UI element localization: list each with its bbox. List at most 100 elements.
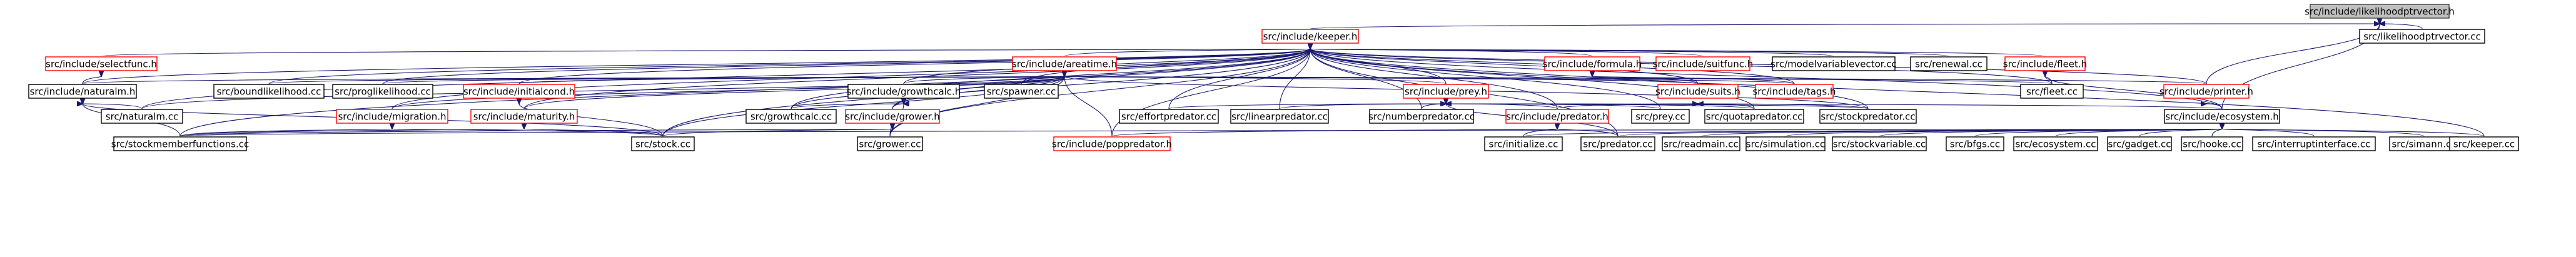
node-box <box>2107 136 2172 151</box>
node-fleet-h[interactable]: src/include/fleet.h <box>2003 56 2087 71</box>
node-naturalm-cc[interactable]: src/naturalm.cc <box>101 109 183 124</box>
edge-migration_h-to-stockmemberfunctions_cc <box>179 129 392 137</box>
node-box <box>1053 136 1171 151</box>
edge-likelihoodptrvector_h-to-likelihoodptrvector_cc <box>2380 24 2423 29</box>
node-prey-cc[interactable]: src/prey.cc <box>1631 109 1690 124</box>
node-naturalm-h[interactable]: src/include/naturalm.h <box>28 84 137 99</box>
node-ecosystem-cc[interactable]: src/ecosystem.cc <box>2013 136 2098 151</box>
node-box <box>463 84 575 99</box>
node-label: src/include/growthcalc.h <box>847 86 961 98</box>
node-simulation-cc[interactable]: src/simulation.cc <box>1745 136 1826 151</box>
node-suitfunc-h[interactable]: src/include/suitfunc.h <box>1653 56 1754 71</box>
node-label: src/include/prey.h <box>1405 86 1487 98</box>
node-suits-h[interactable]: src/include/suits.h <box>1655 84 1740 99</box>
node-migration-h[interactable]: src/include/migration.h <box>336 109 448 124</box>
node-box <box>1230 109 1329 124</box>
node-label: src/keeper.cc <box>2453 139 2515 150</box>
edge-ecosystem_h-to-hooke_cc <box>2211 129 2222 137</box>
node-label: src/hooke.cc <box>2183 139 2241 150</box>
edge-ecosystem_h-to-keeper_cc <box>2222 129 2485 137</box>
node-simann-cc[interactable]: src/simann.cc <box>2389 136 2459 151</box>
node-maturity-h[interactable]: src/include/maturity.h <box>470 109 578 124</box>
node-label: src/ecosystem.cc <box>2015 139 2096 150</box>
node-stockvariable-cc[interactable]: src/stockvariable.cc <box>1832 136 1927 151</box>
node-growthcalc-h[interactable]: src/include/growthcalc.h <box>847 84 961 99</box>
node-label: src/effortpredator.cc <box>1121 111 1216 123</box>
node-box <box>28 84 137 99</box>
node-formula-h[interactable]: src/include/formula.h <box>1543 56 1642 71</box>
node-readmain-cc[interactable]: src/readmain.cc <box>1662 136 1740 151</box>
node-poppredator-h[interactable]: src/include/poppredator.h <box>1052 136 1172 151</box>
edge-keeper_h-to-proglikelihood_cc <box>382 49 1310 84</box>
node-interruptinterface-cc[interactable]: src/interruptinterface.cc <box>2252 136 2376 151</box>
node-areatime-h[interactable]: src/include/areatime.h <box>1012 56 1117 71</box>
node-tags-h[interactable]: src/include/tags.h <box>1752 84 1836 99</box>
node-box <box>1544 56 1640 71</box>
node-stockpredator-cc[interactable]: src/stockpredator.cc <box>1819 109 1917 124</box>
node-label: src/include/migration.h <box>338 111 446 123</box>
node-renewal-cc[interactable]: src/renewal.cc <box>1910 56 1988 71</box>
node-label: src/include/suitfunc.h <box>1653 59 1754 70</box>
node-linearpredator-cc[interactable]: src/linearpredator.cc <box>1230 109 1329 124</box>
edge-grower_h-to-stockmemberfunctions_cc <box>179 129 892 137</box>
edge-suits_h-to-predator_h <box>1557 104 1698 109</box>
edge-fleet_h-to-ecosystem_h <box>2045 76 2223 109</box>
node-label: src/include/poppredator.h <box>1052 139 1172 150</box>
node-proglikelihood-cc[interactable]: src/proglikelihood.cc <box>332 84 433 99</box>
dependency-edges <box>83 24 2485 137</box>
node-box <box>1631 109 1690 124</box>
node-box <box>845 109 940 124</box>
node-keeper-h[interactable]: src/include/keeper.h <box>1261 29 1359 44</box>
node-label: src/modelvariablevector.cc <box>1770 59 1897 70</box>
node-hooke-cc[interactable]: src/hooke.cc <box>2181 136 2243 151</box>
node-bfgs-cc[interactable]: src/bfgs.cc <box>1946 136 2004 151</box>
edge-predator_h-to-predator_cc <box>1557 129 1619 137</box>
node-modelvariablevector-cc[interactable]: src/modelvariablevector.cc <box>1770 56 1897 71</box>
node-label: src/include/naturalm.h <box>30 86 136 98</box>
node-predator-h[interactable]: src/include/predator.h <box>1505 109 1609 124</box>
edge-likelihoodptrvector_h-to-keeper_h <box>1310 24 2380 29</box>
edge-areatime_h-to-maturity_h <box>523 76 1064 109</box>
edge-printer_h-to-ecosystem_h <box>2206 104 2223 109</box>
node-quotapredator-cc[interactable]: src/quotapredator.cc <box>1704 109 1804 124</box>
node-printer-h[interactable]: src/include/printer.h <box>2159 84 2253 99</box>
node-label: src/linearpredator.cc <box>1231 111 1328 123</box>
node-fleet-cc[interactable]: src/fleet.cc <box>2020 84 2084 99</box>
node-grower-cc[interactable]: src/grower.cc <box>857 136 923 151</box>
node-selectfunc-h[interactable]: src/include/selectfunc.h <box>45 56 158 71</box>
node-label: src/renewal.cc <box>1915 59 1983 70</box>
node-predator-cc[interactable]: src/predator.cc <box>1580 136 1655 151</box>
node-growthcalc-cc[interactable]: src/growthcalc.cc <box>745 109 837 124</box>
node-numberpredator-cc[interactable]: src/numberpredator.cc <box>1368 109 1475 124</box>
node-box <box>101 109 183 124</box>
node-ecosystem-h[interactable]: src/include/ecosystem.h <box>2164 109 2280 124</box>
edge-prey_h-to-effortpredator_cc <box>1168 104 1446 109</box>
node-label: src/gadget.cc <box>2108 139 2171 150</box>
node-grower-h[interactable]: src/include/grower.h <box>845 109 940 124</box>
edge-keeper_h-to-fleet_h <box>1310 49 2046 57</box>
node-label: src/include/likelihoodptrvector.h <box>2305 6 2455 18</box>
node-initialcond-h[interactable]: src/include/initialcond.h <box>463 84 575 99</box>
node-label: src/proglikelihood.cc <box>335 86 431 98</box>
node-label: src/stockmemberfunctions.cc <box>111 139 249 150</box>
node-likelihoodptrvector-cc[interactable]: src/likelihoodptrvector.cc <box>2359 29 2485 44</box>
node-box <box>857 136 923 151</box>
node-prey-h[interactable]: src/include/prey.h <box>1403 84 1489 99</box>
node-stockmemberfunctions-cc[interactable]: src/stockmemberfunctions.cc <box>111 136 249 151</box>
edge-areatime_h-to-initialcond_h <box>518 76 1064 84</box>
node-label: src/include/suits.h <box>1655 86 1740 98</box>
node-keeper-cc[interactable]: src/keeper.cc <box>2449 136 2519 151</box>
node-box <box>1946 136 2004 151</box>
node-boundlikelihood-cc[interactable]: src/boundlikelihood.cc <box>213 84 325 99</box>
node-label: src/stock.cc <box>635 139 690 150</box>
node-initialize-cc[interactable]: src/initialize.cc <box>1484 136 1563 151</box>
node-label: src/growthcalc.cc <box>750 111 832 123</box>
node-effortpredator-cc[interactable]: src/effortpredator.cc <box>1119 109 1219 124</box>
node-label: src/include/maturity.h <box>473 111 575 123</box>
node-stock-cc[interactable]: src/stock.cc <box>631 136 695 151</box>
node-label: src/include/printer.h <box>2159 86 2253 98</box>
node-label: src/naturalm.cc <box>106 111 178 123</box>
node-box <box>113 136 247 151</box>
node-spawner-cc[interactable]: src/spawner.cc <box>984 84 1059 99</box>
node-gadget-cc[interactable]: src/gadget.cc <box>2107 136 2172 151</box>
